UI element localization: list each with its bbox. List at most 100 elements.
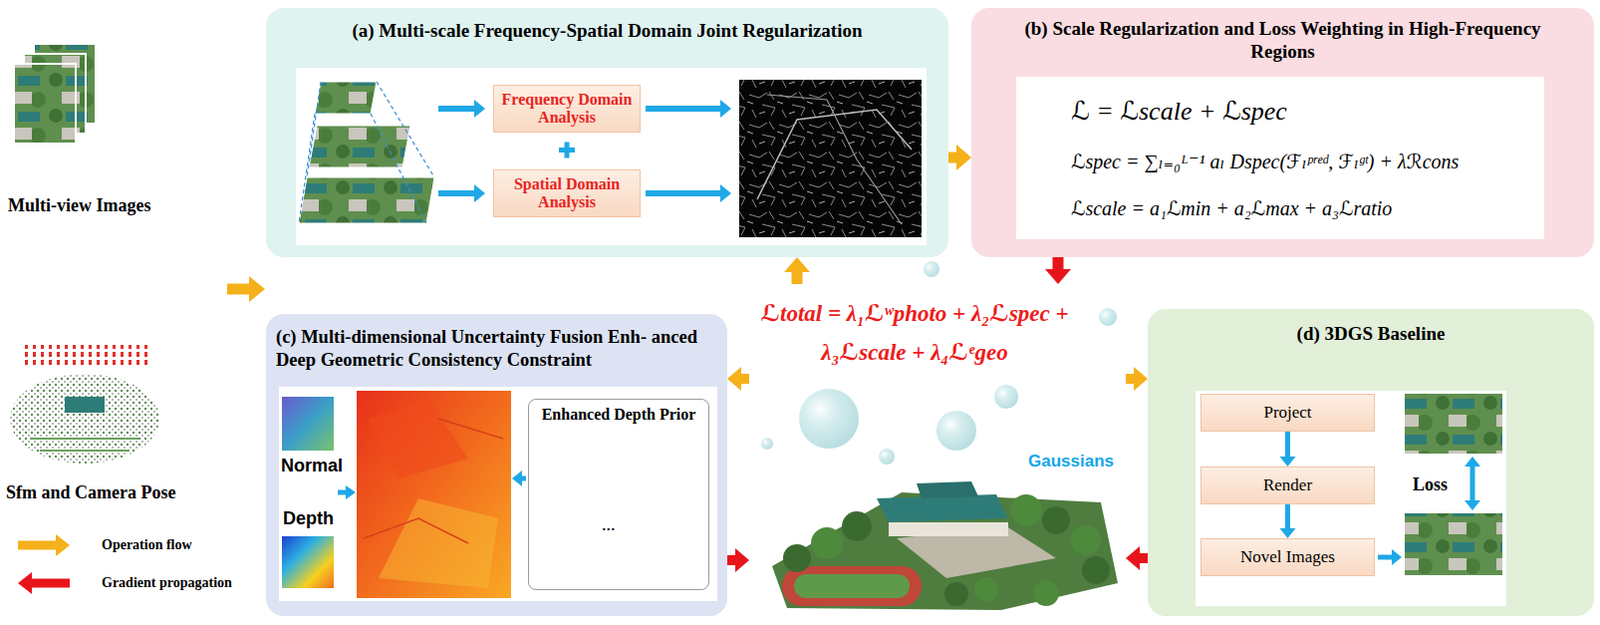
flow-arrow [727, 547, 750, 572]
step-label: Render [1263, 475, 1313, 496]
panel-a-figure-part [720, 184, 732, 203]
input-arrow-part [227, 283, 252, 295]
panel-a-figure-part [314, 81, 377, 114]
scene-model-part [794, 573, 910, 598]
panel-a-figure-part [720, 99, 732, 118]
scene-model-part [876, 494, 1009, 523]
arrow-shaft [727, 554, 737, 565]
multi-view-images [13, 43, 96, 144]
label-anchor: Depth [282, 508, 334, 530]
legend-arrow-head [55, 533, 70, 556]
scene-model-part [944, 581, 969, 606]
camera-geometry-part [557, 449, 580, 451]
legend-arrow-head [17, 571, 32, 594]
point-cloud-part [64, 396, 105, 413]
scene-model-part [1070, 525, 1101, 555]
input-label: Multi-view Images [7, 195, 151, 217]
scene-model-part [782, 565, 922, 606]
equation-box: ℒ = ℒscale + ℒspecℒspec = ∑ₗ₌₀ᴸ⁻¹ aₗ Dsp… [1016, 76, 1545, 240]
scene-model [772, 481, 1118, 610]
flow-arrow [784, 257, 810, 284]
arrow-head [1133, 366, 1148, 391]
panel-d-figure-part [1404, 393, 1503, 454]
panel-a-figure-part [438, 105, 476, 112]
legend-entry: Gradient propagation [11, 563, 233, 602]
panel-c-figure-part [281, 535, 334, 588]
panel-c-figure-part [368, 398, 469, 479]
arrow-head [1280, 528, 1297, 538]
point-cloud-part [29, 438, 140, 451]
panel-a-figure [295, 67, 927, 246]
arrow-shaft [1138, 552, 1148, 563]
panel-d-figure-part [1464, 500, 1481, 511]
panel-d-figure-part [1404, 513, 1503, 575]
arrow-head [1125, 545, 1140, 570]
scene-model-part [1033, 579, 1060, 606]
camera-geometry-part [541, 443, 558, 456]
point-cloud-part [9, 373, 160, 464]
arrow-head [727, 366, 742, 391]
scene-label: Gaussians [1028, 451, 1126, 472]
label-anchor: Normal [280, 455, 343, 477]
panel-a-figure-part [295, 67, 927, 246]
analysis-box: Frequency Domain Analysis [493, 84, 641, 133]
flow-arrow [1280, 504, 1297, 538]
scene-model-part [783, 543, 811, 572]
analysis-box: Spatial Domain Analysis [493, 169, 641, 218]
gaussian-bubbles-part [878, 448, 895, 465]
panel-title: (b) Scale Regularization and Loss Weight… [991, 17, 1575, 64]
scene-model-part [841, 511, 872, 541]
equation: ℒspec = ∑ₗ₌₀ᴸ⁻¹ aₗ Dspec(ℱₗᵖʳᵉᵈ, ℱₗᵍᵗ) +… [1070, 149, 1459, 174]
gaussian-bubbles-part [799, 388, 859, 449]
label-anchor: ... [601, 514, 616, 535]
scene-model-part [1042, 506, 1070, 534]
panel-d-figure-part [1391, 548, 1402, 565]
panel-a-figure-part [645, 105, 722, 112]
arrow-shaft [948, 152, 958, 164]
panel-title: (d) 3DGS Baseline [1157, 322, 1585, 346]
equation: ℒscale = a₁ℒmin + a₂ℒmax + a₃ℒratio [1070, 196, 1392, 221]
arrow-shaft [792, 270, 803, 284]
arrow-head [956, 144, 972, 171]
depth-prior-box: Enhanced Depth Prior [528, 398, 710, 590]
panel-c-figure-part [337, 490, 347, 496]
camera-geometry-part [545, 455, 568, 553]
panel-d-figure-part [1464, 456, 1481, 467]
panel-c-figure-part [363, 418, 504, 543]
camera-geometry-part [538, 557, 594, 566]
camera-geometry-part [626, 443, 643, 456]
arrow-head [1045, 268, 1071, 284]
camera-geometry-part [579, 443, 596, 456]
label-anchor: ℒtotal = λ₁ℒʷphoto + λ₂ℒspec + λ₃ℒscale … [735, 293, 1094, 372]
arrow-shaft [1285, 504, 1291, 530]
panel-c-figure-part [512, 470, 523, 487]
scene-model-part [974, 576, 999, 601]
gaussian-bubbles-part [936, 410, 977, 451]
panel-a-figure-part [438, 190, 476, 197]
flow-arrow [1125, 366, 1148, 391]
multi-view-images-part [13, 63, 76, 144]
camera-geometry-part [630, 455, 653, 553]
panel-a-figure-part [645, 190, 722, 197]
scene-model-part [810, 527, 843, 559]
panel-c-figure-part [278, 386, 718, 601]
panel-a-figure-part [474, 99, 486, 118]
panel-d-figure-part [1470, 465, 1476, 502]
input-arrow-part [249, 275, 266, 302]
arrow-head [1280, 456, 1297, 467]
camera-geometry [537, 443, 685, 566]
panel-a-figure-part [757, 109, 912, 200]
camera-geometry-part [623, 557, 679, 566]
panel-a-figure-part [474, 184, 486, 203]
panel-d-figure [1195, 390, 1507, 606]
scene-model-part [916, 481, 979, 499]
arrow-head [784, 257, 810, 272]
label-anchor: Multi-view Images [7, 195, 151, 217]
pipeline-step: Render [1200, 466, 1375, 505]
input-arrow [227, 275, 266, 302]
input-label: Sfm and Camera Pose [5, 482, 176, 504]
step-label: Project [1263, 402, 1312, 423]
label-anchor: Loss [1412, 474, 1448, 496]
gaussian-bubbles-part [923, 261, 940, 277]
